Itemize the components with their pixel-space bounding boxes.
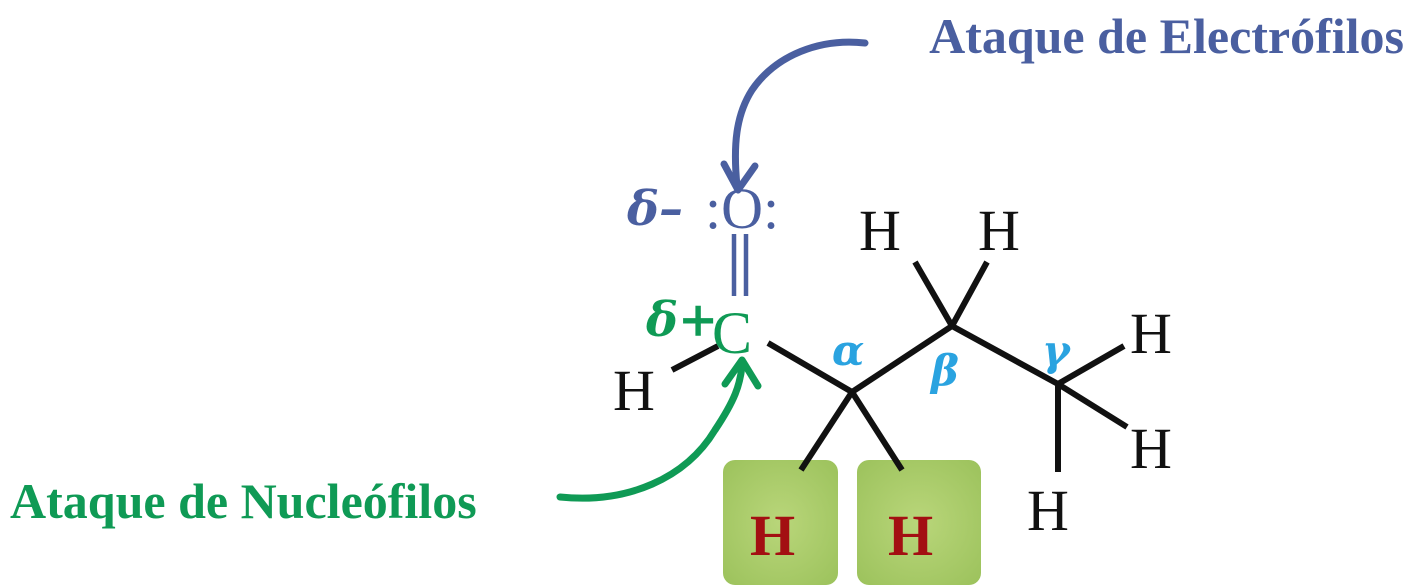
bond-gamma-h-top [1056, 343, 1126, 387]
beta-position-label: β [929, 346, 959, 395]
carbonyl-carbon-label: C [712, 300, 752, 366]
bond-alpha-h-left [798, 390, 855, 472]
gamma-h-middle-label: H [1130, 416, 1172, 481]
bond-alpha-h-right [849, 390, 905, 472]
alpha-h-left-label: H [750, 503, 795, 568]
delta-minus-label: δ– [626, 181, 683, 237]
nucleophile-attack-label: Ataque de Nucleófilos [10, 473, 477, 529]
gamma-h-top-label: H [1130, 301, 1172, 366]
beta-h-right-label: H [978, 198, 1020, 263]
bond-beta-h-right [949, 260, 990, 328]
beta-h-left-label: H [859, 198, 901, 263]
bond-gamma-h-middle [1056, 381, 1129, 430]
electrophile-attack-label: Ataque de Electrófilos [929, 8, 1404, 64]
nucleophile-attack-arrow [556, 362, 746, 502]
oxygen-atom-label: :O: [705, 176, 779, 241]
electrophile-arrowhead [720, 160, 759, 194]
alpha-h-left-box [723, 460, 838, 585]
electrophile-attack-arrow [731, 38, 869, 190]
bond-beta-gamma [950, 323, 1060, 387]
bond-c-alpha [766, 340, 854, 395]
bond-c-h-aldehyde [670, 343, 720, 373]
bond-alpha-beta [850, 323, 954, 395]
bonds [670, 260, 1129, 472]
alpha-h-right-box [857, 460, 981, 585]
double-bond-c-o [731, 234, 749, 296]
alpha-h-right-label: H [888, 503, 933, 568]
gamma-position-label: γ [1042, 326, 1072, 375]
delta-plus-label: δ+ [645, 292, 718, 348]
gamma-h-bottom-label: H [1027, 478, 1069, 543]
bond-beta-h-left [912, 260, 955, 328]
nucleophile-arrowhead [721, 356, 762, 390]
aldehyde-h-label: H [613, 358, 655, 423]
alpha-position-label: α [832, 326, 864, 375]
